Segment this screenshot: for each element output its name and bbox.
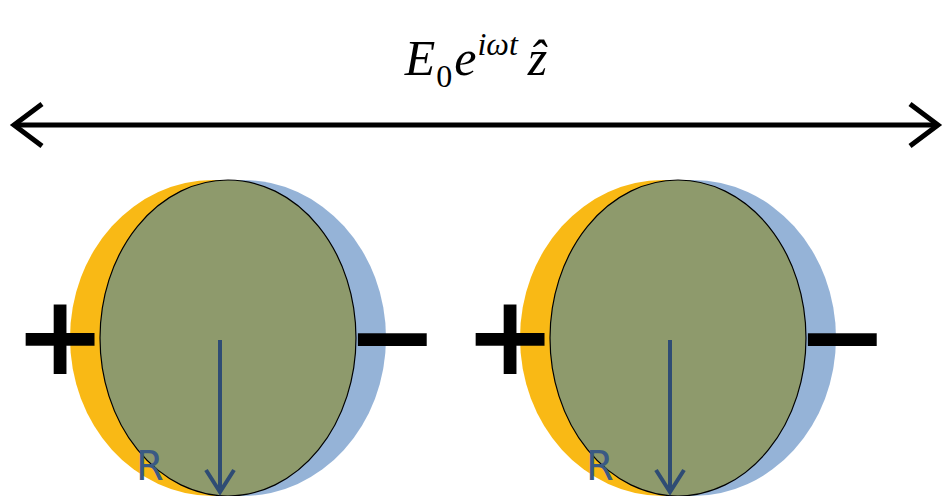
plus-sign: + bbox=[464, 281, 556, 391]
plus-sign: + bbox=[14, 281, 106, 391]
exponential-base: e bbox=[454, 30, 476, 86]
field-arrow bbox=[14, 123, 938, 128]
positive-charge-sphere bbox=[520, 180, 806, 496]
arrow-head bbox=[910, 104, 938, 146]
positive-charge-sphere bbox=[70, 180, 356, 496]
field-formula: E0eiωtẑ bbox=[405, 33, 548, 83]
negative-charge-sphere bbox=[550, 180, 836, 496]
superscript: iωt bbox=[477, 26, 517, 62]
minus-sign: − bbox=[346, 281, 438, 391]
negative-charge-sphere bbox=[100, 180, 386, 496]
overlap-region bbox=[100, 180, 356, 496]
radius-label: R bbox=[136, 446, 164, 486]
arrow-head bbox=[206, 470, 234, 492]
radius-label: R bbox=[586, 446, 614, 486]
unit-vector: ẑ bbox=[528, 30, 547, 86]
minus-sign: − bbox=[796, 281, 888, 391]
radius-arrow bbox=[218, 340, 222, 488]
radius-arrow bbox=[668, 340, 672, 488]
subscript: 0 bbox=[436, 58, 452, 94]
arrow-head bbox=[14, 104, 42, 146]
field-symbol: E bbox=[405, 30, 436, 86]
arrow-head bbox=[656, 470, 684, 492]
overlap-region bbox=[550, 180, 806, 496]
